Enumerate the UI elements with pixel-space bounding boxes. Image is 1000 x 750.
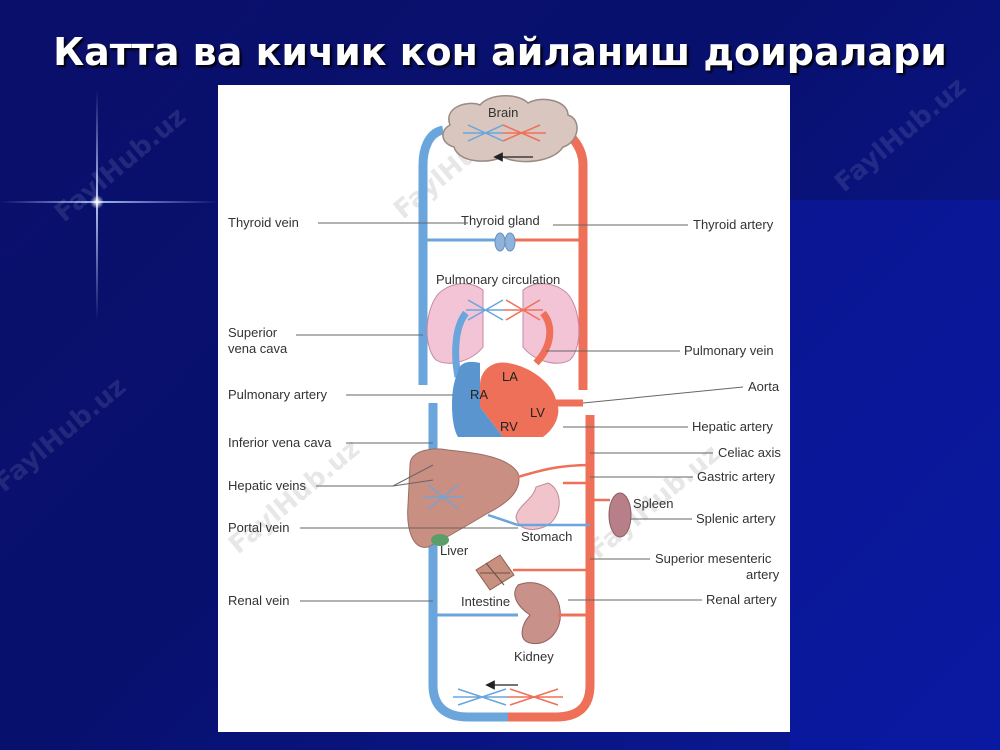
liver-label: Liver — [440, 543, 469, 558]
portal-vein-vessel — [487, 513, 590, 527]
label-thyroid-artery: Thyroid artery — [693, 217, 774, 232]
chamber-rv: RV — [500, 419, 518, 434]
circulation-diagram: FaylHub.uz FaylHub.uz FaylHub.uz Brain T… — [218, 85, 790, 732]
kidney-shape — [514, 582, 561, 645]
pulmonary-artery-vessel — [452, 310, 469, 378]
label-superior-vena-cava: Superior — [228, 325, 278, 340]
brain-capillary-artery — [502, 124, 546, 142]
intestine-folds — [480, 562, 510, 586]
thyroid-lobe-right — [504, 232, 516, 252]
superior-vena-cava — [418, 125, 445, 385]
label-thyroid-vein: Thyroid vein — [228, 215, 299, 230]
heart-rv — [480, 407, 503, 437]
label-celiac-axis: Celiac axis — [718, 445, 781, 460]
gallbladder — [431, 534, 449, 546]
brain-label: Brain — [488, 105, 518, 120]
label-gastric-artery: Gastric artery — [697, 469, 776, 484]
chamber-la: LA — [502, 369, 518, 384]
lower-capillary-vein — [453, 688, 508, 706]
label-superior-mesenteric-artery: artery — [746, 567, 780, 582]
pulmonary-circulation-label: Pulmonary circulation — [436, 272, 560, 287]
liver-capillary — [423, 484, 463, 510]
background-band — [790, 200, 1000, 750]
lung-capillary-artery — [503, 299, 543, 321]
watermark: FaylHub.uz — [829, 71, 973, 199]
label-hepatic-veins: Hepatic veins — [228, 478, 307, 493]
chamber-ra: RA — [470, 387, 488, 402]
heart-ra — [456, 385, 480, 407]
thyroid-lobe-left — [494, 232, 506, 252]
pulmonary-vein-vessel — [533, 310, 554, 366]
label-superior-vena-cava: vena cava — [228, 341, 288, 356]
watermark: FaylHub.uz — [0, 371, 133, 499]
label-renal-vein: Renal vein — [228, 593, 289, 608]
watermark: FaylHub.uz — [223, 434, 366, 561]
hepatic-artery-vessel — [517, 463, 591, 479]
label-portal-vein: Portal vein — [228, 520, 289, 535]
spleen-label: Spleen — [633, 496, 673, 511]
leader-line — [582, 386, 744, 404]
lung-capillary-vein — [466, 299, 504, 321]
intestine-label: Intestine — [461, 594, 510, 609]
heart-left-side — [480, 362, 559, 437]
liver-shape — [407, 448, 520, 548]
label-pulmonary-vein: Pulmonary vein — [684, 343, 774, 358]
label-inferior-vena-cava: Inferior vena cava — [228, 435, 332, 450]
label-renal-artery: Renal artery — [706, 592, 777, 607]
spleen-shape — [608, 492, 632, 538]
inferior-vena-cava — [428, 403, 508, 722]
leader-line — [316, 464, 434, 487]
thyroid-gland-label: Thyroid gland — [461, 213, 540, 228]
stomach-label: Stomach — [521, 529, 572, 544]
stomach-shape — [515, 482, 560, 530]
brain-capillary-vein — [463, 124, 504, 142]
label-aorta: Aorta — [748, 379, 780, 394]
aorta-descending — [508, 415, 595, 722]
lower-capillary-artery — [508, 688, 563, 706]
light-flare-center — [90, 195, 104, 209]
label-pulmonary-artery: Pulmonary artery — [228, 387, 327, 402]
slide-title: Катта ва кичик кон айланиш доиралари — [53, 30, 947, 74]
label-superior-mesenteric-artery: Superior mesenteric — [655, 551, 772, 566]
kidney-label: Kidney — [514, 649, 554, 664]
watermark: FaylHub.uz — [49, 101, 193, 229]
light-flare — [0, 201, 220, 203]
label-hepatic-artery: Hepatic artery — [692, 419, 773, 434]
chamber-lv: LV — [530, 405, 545, 420]
label-splenic-artery: Splenic artery — [696, 511, 776, 526]
